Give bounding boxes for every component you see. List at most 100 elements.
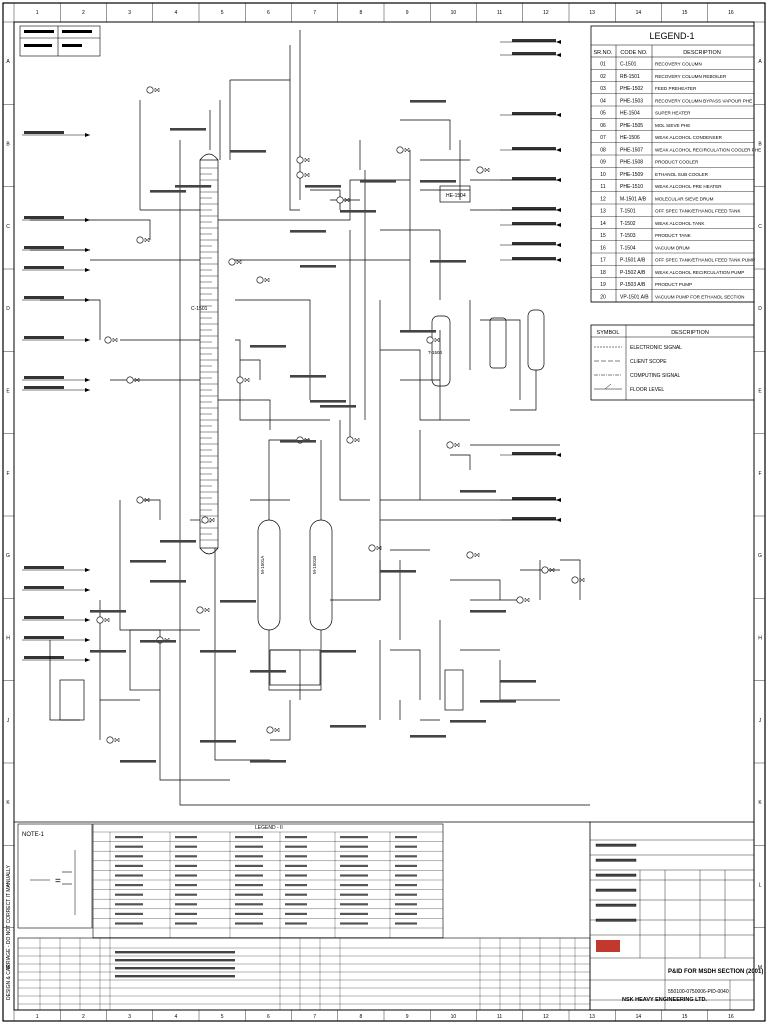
grid-column-label: 15 (682, 10, 688, 16)
grid-row-label: A (6, 59, 10, 65)
line-tag-labels (90, 100, 536, 763)
grid-row-label: L (7, 883, 10, 889)
grid-row-label: G (758, 553, 762, 559)
grid-reference-marks: 1122334455667788991010111112121313141415… (3, 3, 765, 1021)
legend-title: LEGEND-1 (649, 31, 694, 41)
grid-column-label: 7 (313, 10, 316, 16)
symbols-col-symbol: SYMBOL (597, 330, 620, 336)
legend-row-srno: 11 (600, 184, 605, 190)
grid-column-label: 9 (406, 1014, 409, 1020)
grid-column-label: 5 (221, 10, 224, 16)
grid-column-label: 10 (451, 1014, 457, 1020)
legend-col-srno: SR.NO. (594, 50, 613, 56)
grid-column-label: 7 (313, 1014, 316, 1020)
symbol-client-scope: CLIENT SCOPE (630, 359, 667, 365)
legend-row-description: MOL SIEVE PHE (655, 123, 690, 128)
note-1-label: NOTE-1 (22, 832, 45, 838)
legend-row-description: PRODUCT PUMP (655, 282, 692, 287)
grid-column-label: 13 (589, 10, 595, 16)
legend-row-description: VACUUM DRUM (655, 245, 690, 250)
legend-row-code: HE-1504 (620, 111, 640, 117)
title-block: NSK HEAVY ENGINEERING LTD. P&ID FOR MSDH… (589, 821, 763, 1011)
vacuum-drum-tag: T-1504 (428, 350, 443, 355)
symbol-computing-signal: COMPUTING SIGNAL (630, 373, 681, 379)
grid-column-label: 12 (543, 1014, 549, 1020)
legend-row-code: T-1502 (620, 221, 636, 227)
legend-row-code: PHE-1502 (620, 86, 643, 92)
legend-row-code: P-1501 A/B (620, 258, 646, 264)
grid-column-label: 13 (589, 1014, 595, 1020)
legend-row-srno: 04 (600, 98, 606, 104)
grid-column-label: 9 (406, 10, 409, 16)
grid-column-label: 16 (728, 1014, 734, 1020)
grid-row-label: J (7, 718, 10, 724)
legend-row-description: ETHANOL SUB COOLER (655, 172, 709, 177)
legend-row-code: C-1501 (620, 62, 637, 68)
grid-row-label: K (758, 800, 762, 806)
legend-row-code: VP-1501 A/B (620, 294, 649, 300)
legend-row-srno: 13 (600, 209, 606, 215)
symbols-table: SYMBOL DESCRIPTION ELECTRONIC SIGNAL CLI… (590, 324, 755, 401)
grid-row-label: J (759, 718, 762, 724)
legend-row-description: WEAK ALCOHOL TANK (655, 221, 705, 226)
legend-row-description: RECOVERY COLUMN REBOILER (655, 74, 727, 79)
company-logo (596, 940, 620, 952)
legend-2-title: LEGEND - II (255, 825, 283, 831)
legend-row-description: WEAK ALCOHOL RECIRCULATION PUMP (655, 270, 744, 275)
grid-row-label: F (758, 471, 761, 477)
grid-column-label: 2 (82, 1014, 85, 1020)
legend-row-code: PHE-1503 (620, 98, 643, 104)
grid-column-label: 3 (128, 1014, 131, 1020)
symbol-floor-level: FLOOR LEVEL (630, 387, 664, 393)
instrument-bubbles (96, 86, 585, 744)
legend-row-code: PHE-1505 (620, 123, 643, 129)
legend-row-code: PHE-1509 (620, 172, 643, 178)
grid-column-label: 3 (128, 10, 131, 16)
grid-column-label: 12 (543, 10, 549, 16)
grid-column-label: 4 (174, 1014, 177, 1020)
legend-row-description: OFF SPEC TANK/ETHANOL FEED TANK (655, 209, 741, 214)
grid-column-label: 16 (728, 10, 734, 16)
grid-column-label: 11 (497, 1014, 502, 1020)
legend-row-srno: 20 (600, 294, 606, 300)
header-boxes (19, 25, 101, 57)
legend-col-description: DESCRIPTION (683, 50, 721, 56)
legend-row-srno: 06 (600, 123, 606, 129)
legend-row-description: VACUUM PUMP FOR ETHANOL SECTION (655, 294, 745, 299)
super-heater (439, 185, 471, 203)
legend-row-description: FEED PREHEATER (655, 86, 697, 91)
note-1-block: NOTE-1 = (17, 823, 93, 929)
grid-column-label: 8 (359, 1014, 362, 1020)
legend-row-description: WEAK ALCOHOL PRE HEATER (655, 184, 722, 189)
grid-column-label: 4 (174, 10, 177, 16)
grid-row-label: C (6, 224, 10, 230)
legend-row-code: P-1502 A/B (620, 270, 646, 276)
legend-row-srno: 05 (600, 111, 606, 117)
legend-col-code: CODE NO. (620, 50, 648, 56)
vacuum-drum (431, 315, 451, 387)
grid-row-label: D (758, 306, 762, 312)
legend-row-srno: 07 (600, 135, 606, 141)
grid-row-label: M (758, 965, 762, 971)
company-name: NSK HEAVY ENGINEERING LTD. (622, 997, 707, 1003)
grid-column-label: 6 (267, 1014, 270, 1020)
svg-text:=: = (55, 876, 61, 887)
sieve-a-tag: M-1501A (260, 556, 265, 574)
legend-row-srno: 01 (600, 62, 606, 68)
legend-row-description: WEAK ALCOHOL CONDENSER (655, 135, 723, 140)
process-lines (30, 30, 590, 806)
legend-row-code: PHE-1508 (620, 160, 643, 166)
grid-column-label: 14 (636, 1014, 642, 1020)
grid-row-label: H (6, 636, 10, 642)
legend-row-srno: 14 (600, 221, 606, 227)
grid-row-label: K (6, 800, 10, 806)
grid-row-label: C (758, 224, 762, 230)
legend-row-description: RECOVERY COLUMN BYPASS VAPOUR PHE (655, 98, 752, 103)
legend-row-srno: 02 (600, 74, 606, 80)
grid-column-label: 2 (82, 10, 85, 16)
legend-row-srno: 17 (600, 258, 606, 264)
legend-row-srno: 18 (600, 270, 606, 276)
grid-column-label: 5 (221, 1014, 224, 1020)
